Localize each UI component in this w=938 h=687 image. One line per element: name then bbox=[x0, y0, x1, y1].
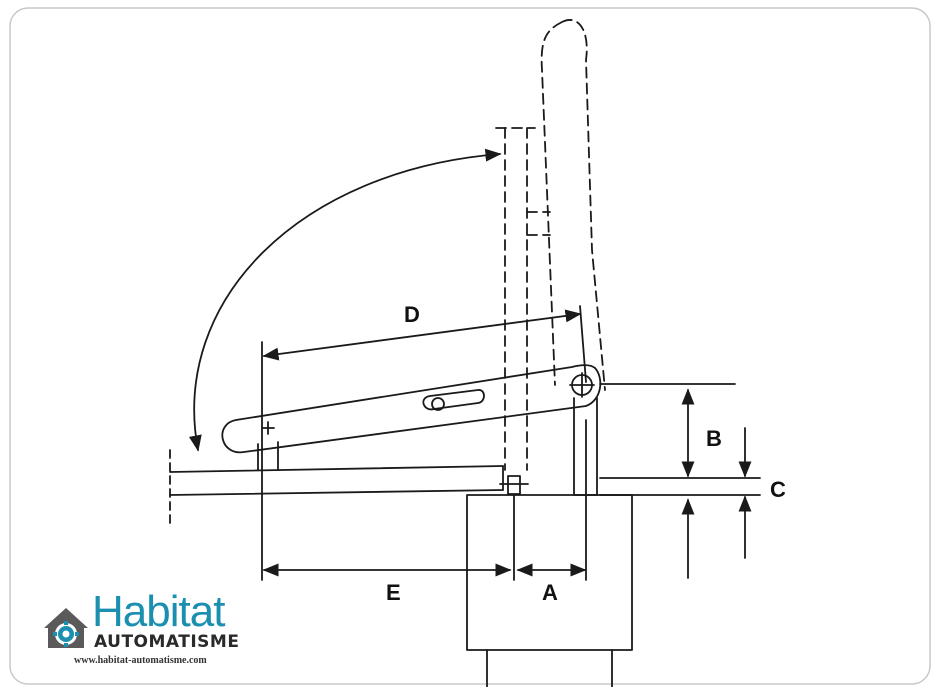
gate-base-lines bbox=[169, 449, 504, 526]
gate-leaf-open bbox=[495, 127, 551, 471]
label-e: E bbox=[386, 580, 401, 605]
hinge-bracket bbox=[499, 475, 529, 495]
logo-subtitle: AUTOMATISME bbox=[94, 632, 240, 652]
label-d: D bbox=[404, 302, 420, 327]
house-gear-icon bbox=[44, 608, 88, 648]
logo-url: www.habitat-automatisme.com bbox=[74, 655, 207, 666]
brand-logo: Habitat AUTOMATISME www.habitat-automati… bbox=[40, 590, 240, 670]
dimension-d bbox=[261, 305, 587, 581]
dimension-a bbox=[516, 419, 587, 581]
label-c: C bbox=[770, 477, 786, 502]
logo-wordmark: Habitat bbox=[92, 587, 225, 636]
dimension-b bbox=[599, 383, 761, 579]
label-b: B bbox=[706, 426, 722, 451]
frame-border bbox=[9, 7, 931, 685]
dimension-e bbox=[262, 495, 515, 581]
dimension-c bbox=[599, 427, 761, 559]
operator-arm-open bbox=[540, 19, 606, 391]
operator-arm-closed bbox=[221, 364, 602, 453]
label-a: A bbox=[542, 580, 558, 605]
opening-arc bbox=[188, 148, 502, 452]
arm-end-post bbox=[257, 441, 279, 471]
